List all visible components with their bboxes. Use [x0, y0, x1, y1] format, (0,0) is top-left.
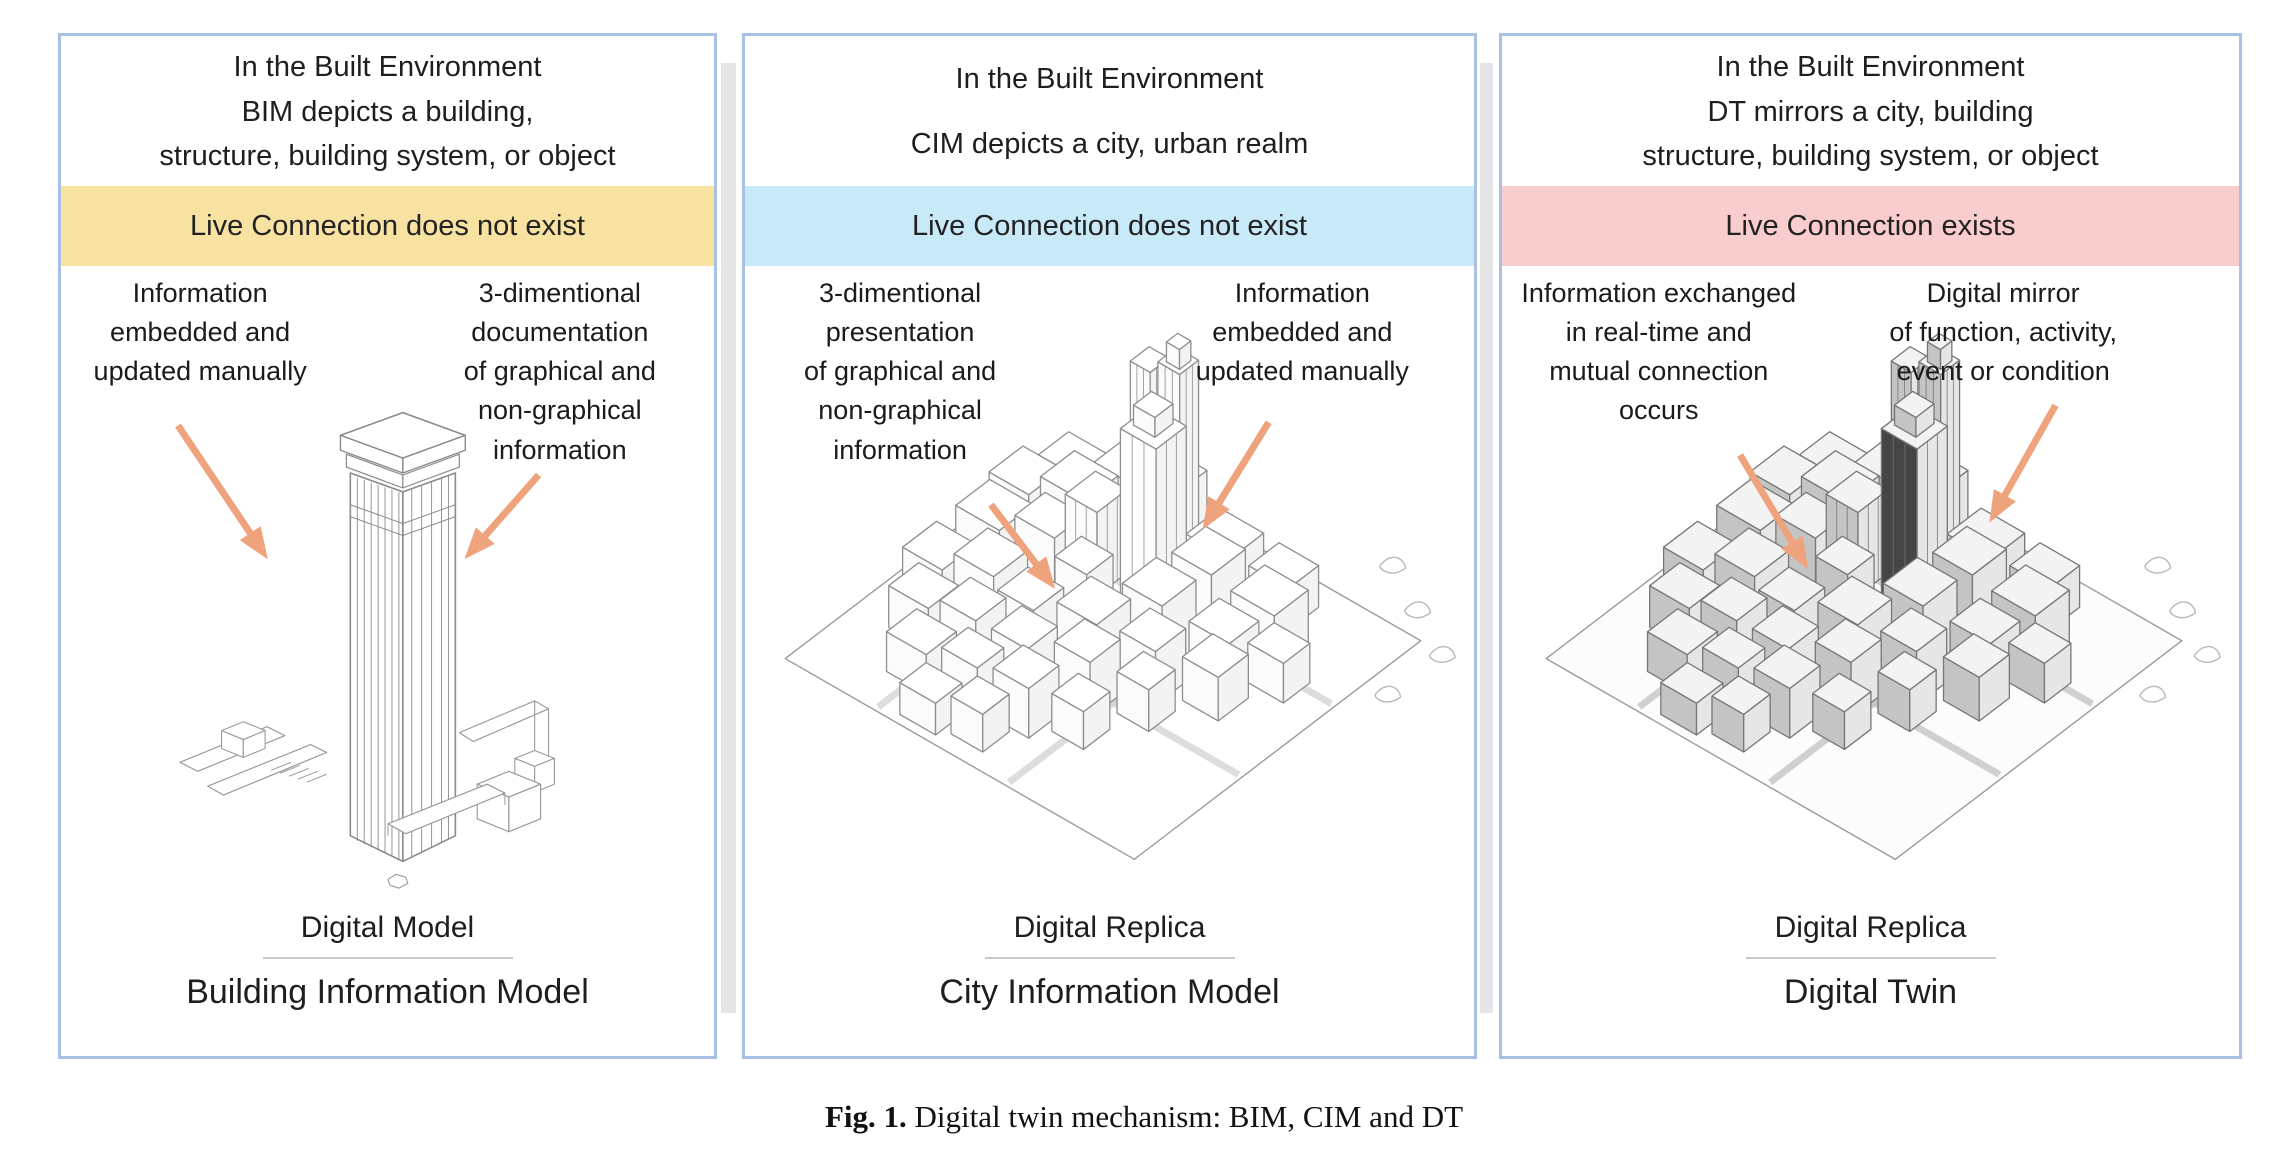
- annotation-right: 3-dimentional documentation of graphical…: [463, 278, 656, 465]
- panel-title: City Information Model: [939, 973, 1280, 1011]
- caption-text: Digital twin mechanism: BIM, CIM and DT: [906, 1099, 1464, 1134]
- panel-footer: Digital Replica City Information Model: [745, 901, 1474, 1056]
- divider-line: [262, 957, 513, 959]
- live-connection-banner: Live Connection does not exist: [745, 186, 1474, 266]
- annotation-left: 3-dimentional presentation of graphical …: [804, 278, 997, 465]
- caption-label: Fig. 1.: [824, 1099, 907, 1134]
- panel-title: Building Information Model: [186, 973, 589, 1011]
- panel-cim: In the Built Environment CIM depicts a c…: [742, 33, 1477, 1059]
- panel-gap: [717, 33, 742, 1059]
- panel-header: In the Built Environment CIM depicts a c…: [910, 62, 1309, 160]
- panel-footer: Digital Replica Digital Twin: [1502, 901, 2239, 1056]
- panel-footer: Digital Model Building Information Model: [61, 901, 714, 1056]
- model-label: Digital Replica: [1013, 911, 1206, 944]
- city-sketch-shaded-illustration: [1545, 332, 2221, 861]
- panel-content: Information exchanged in real-time and m…: [1502, 266, 2239, 901]
- panel-content: Information embedded and updated manuall…: [61, 266, 714, 901]
- live-connection-banner: Live Connection exists: [1502, 186, 2239, 266]
- panel-header: In the Built Environment BIM depicts a b…: [159, 50, 616, 173]
- divider-line: [984, 957, 1235, 959]
- divider-line: [1745, 957, 1996, 959]
- city-sketch-illustration: [784, 332, 1456, 861]
- figure-caption: Fig. 1. Digital twin mechanism: BIM, CIM…: [0, 1099, 2288, 1135]
- panel-content: 3-dimentional presentation of graphical …: [745, 266, 1474, 901]
- panel-bim: In the Built Environment BIM depicts a b…: [58, 33, 717, 1059]
- figure-1: In the Built Environment BIM depicts a b…: [0, 33, 2288, 1135]
- panel-title: Digital Twin: [1783, 973, 1958, 1011]
- annotation-left: Information embedded and updated manuall…: [93, 278, 307, 387]
- gap-shadow: [1480, 63, 1494, 1013]
- model-label: Digital Replica: [1774, 911, 1967, 944]
- panels-row: In the Built Environment BIM depicts a b…: [58, 33, 2242, 1059]
- gap-shadow: [720, 63, 736, 1013]
- annotation-right: Digital mirror of function, activity, ev…: [1889, 278, 2117, 387]
- annotation-right: Information embedded and updated manuall…: [1195, 278, 1409, 387]
- building-sketch-illustration: [175, 411, 556, 889]
- live-connection-banner: Live Connection does not exist: [61, 186, 714, 266]
- model-label: Digital Model: [300, 911, 475, 944]
- panel-dt: In the Built Environment DT mirrors a ci…: [1499, 33, 2242, 1059]
- panel-header: In the Built Environment DT mirrors a ci…: [1642, 50, 2099, 173]
- panel-gap: [1477, 33, 1499, 1059]
- annotation-left: Information exchanged in real-time and m…: [1521, 278, 1797, 426]
